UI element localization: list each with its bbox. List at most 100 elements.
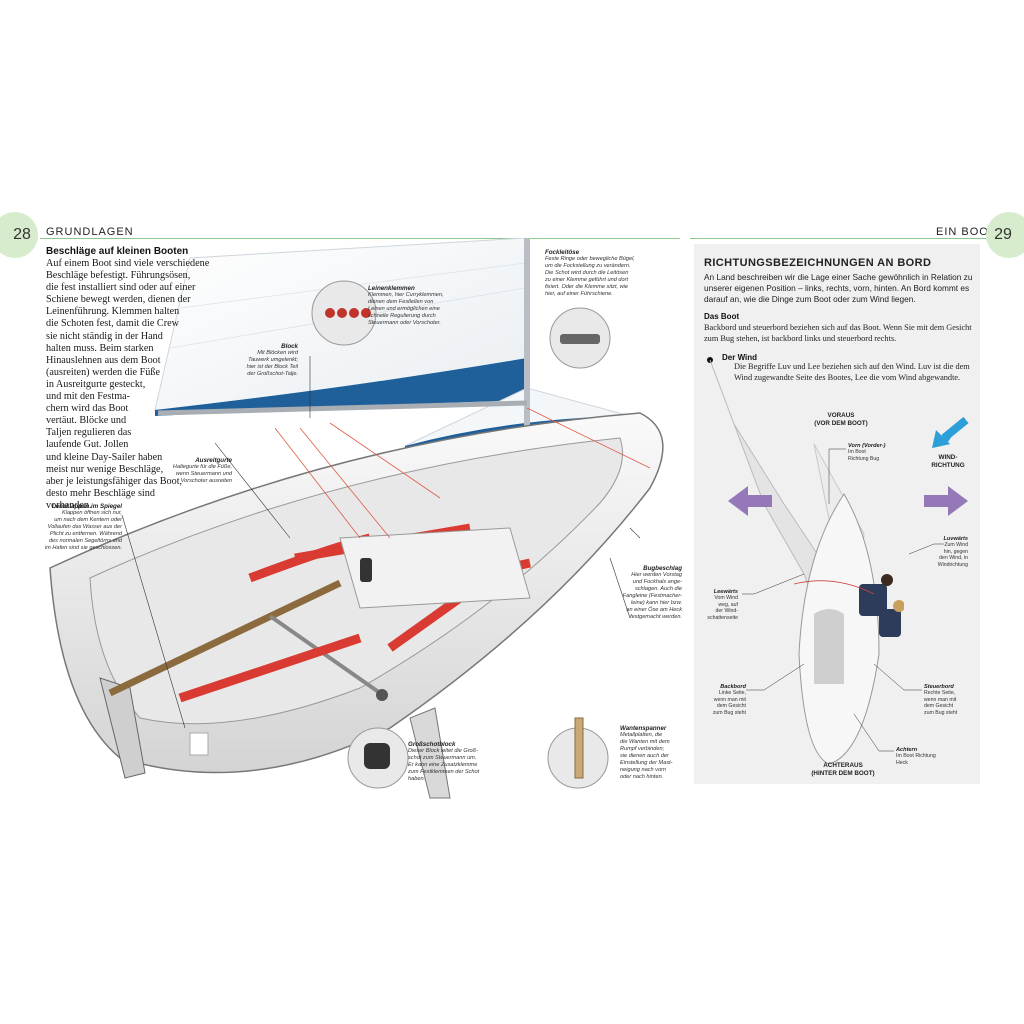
label-leewaerts: Leewärts Vom Wind weg, auf der Wind- sch… [707, 589, 738, 621]
boat-heading: Das Boot [704, 312, 740, 321]
direction-terms-panel: RICHTUNGSBEZEICHNUNGEN AN BORD An Land b… [694, 244, 980, 784]
intro-line: Beschläge befestigt. Führungsösen, [46, 270, 191, 282]
tiller-extension [268, 614, 382, 695]
label-vorn: Vorn (Vorder-) Im Boot Richtung Bug [848, 443, 886, 462]
intro-line: halten muss. Beim starken [46, 342, 154, 354]
intro-line: laufende Gut. Jollen [46, 439, 129, 451]
callout-line: zum Festklemmen der Schot [408, 769, 480, 775]
boom [157, 400, 528, 416]
callout-line: schnelle Regulierung durch [368, 313, 436, 319]
callout-line: Mit Blöcken wird [257, 350, 298, 356]
callout-line: wenn Steuermann und [175, 471, 232, 477]
panel-title: RICHTUNGSBEZEICHNUNGEN AN BORD [704, 257, 932, 269]
callout-line: Steuermann oder Vorschoter. [368, 320, 441, 326]
thwart [339, 527, 531, 609]
callout-line: oder nach hinten. [620, 774, 664, 780]
callout-leinenklemmen: Leinenklemmen Klemmen, hier Curryklemmen… [368, 285, 468, 327]
transom-flap [189, 732, 209, 756]
label-luvwaerts: Luvwärts Zum Wind hin, gegen den Wind, i… [937, 536, 968, 568]
callout-title: Wantenspanner [620, 725, 667, 732]
callout-line: im Hafen sind sie geschlossen. [44, 545, 122, 551]
callout-line: Einstellung der Mast- [620, 760, 673, 766]
centreboard [409, 707, 451, 799]
callout-line: Metallplatten, die [620, 732, 663, 738]
page-number-right: 29 [980, 212, 1024, 264]
intro-line: chern wird das Boot [46, 403, 129, 415]
achteraus-label: ACHTERAUS (HINTER DEM BOOT) [811, 762, 875, 777]
callout-title: Ausreitgurte [195, 457, 232, 464]
callout-line: schot zum Steuermann um. [408, 755, 477, 761]
header-rule-left [40, 238, 680, 239]
callout-line: schlagen. Auch die [634, 586, 682, 592]
callout-line: Die Schot wird durch die Leitösen [545, 270, 629, 276]
callout-line: haben. [408, 776, 426, 782]
arrow-left-icon [728, 486, 772, 516]
callout-line: fixiert. Oder die Klemme sitzt, wie [545, 284, 628, 290]
callout-line: des normalen Segeltörns und [48, 538, 122, 544]
callout-line: Klappen öffnen sich nur, [61, 510, 122, 516]
intro-line: Auf einem Boot sind viele verschiedene [46, 258, 210, 269]
intro-line: die fest installiert sind oder auf einer [46, 282, 196, 294]
label-steuerbord: Steuerbord Rechte Seite, wenn man mit de… [924, 684, 958, 716]
callout-line: die Wanten mit dem [620, 739, 670, 745]
intro-line: Schiene bewegt werden, dienen der [46, 294, 191, 306]
intro-line: meist nur wenige Beschläge, [46, 463, 164, 475]
callout-line: an einer Öse am Heck [626, 607, 682, 613]
page-number-left-text: 28 [13, 226, 31, 243]
page-number-right-text: 29 [994, 226, 1012, 243]
panel-intro-line: An Land beschreiben wir die Lage einer S… [704, 272, 973, 282]
callout-title: Bugbeschlag [643, 565, 682, 572]
wind-line: Wind zugewandte Seite des Bootes, Lee di… [734, 372, 961, 382]
intro-line: vertäut. Blöcke und [46, 415, 127, 427]
callout-line: Hier werden Vorstag [631, 572, 682, 578]
callout-line: dienen dem Festlellen von [368, 299, 434, 305]
callout-line: Rumpf verbinden; [620, 746, 665, 752]
tiller [108, 579, 342, 697]
label-achtern: Achtern Im Boot Richtung Heck [896, 747, 936, 766]
arrow-right-icon [924, 486, 968, 516]
callout-block: Block Mit Blöcken wird Tauwerk umgelenkt… [236, 343, 298, 378]
intro-line: Leinenführung. Klemmen halten [46, 306, 180, 318]
intro-line: Hinauslehnen aus dem Boot [46, 354, 161, 366]
intro-line: aber je leistungsfähiger das Boot, [46, 475, 183, 487]
callout-line: hier ist der Block Teil [246, 364, 298, 370]
section-label-right: EIN BOOT [936, 226, 997, 238]
panel-leader-lines [742, 448, 944, 752]
callout-title: Block [281, 343, 298, 350]
callout-title: Großschotblock [408, 741, 456, 748]
windrichtung-label: WIND- RICHTUNG [931, 454, 965, 469]
callout-line: Vollaufen das Wasser aus der [47, 524, 122, 530]
callout-line: Klemmen, hier Curryklemmen, [368, 292, 444, 298]
wind-direction-arrow-icon [932, 416, 969, 448]
wind-heading: Der Wind [722, 353, 758, 362]
callout-line: sie dienen auch der [620, 753, 669, 759]
callout-line: Haltegurte für die Füße, [172, 464, 232, 470]
callout-line: Tauwerk umgelenkt; [248, 357, 298, 363]
topview-boat-illustration [707, 357, 904, 765]
callout-line: und Fockhals ange- [632, 579, 682, 585]
callout-line: Fangleine (Festmacher- [622, 593, 682, 599]
sail-stripe [155, 358, 527, 416]
callout-line: zu einer Klemme geführt und dort [545, 277, 629, 283]
label-backbord: Backbord Linke Seite, wenn man mit dem G… [712, 684, 746, 716]
boat-line: zum Bug stehen, ist backbord links und s… [704, 333, 897, 343]
dinghy-illustration [49, 238, 664, 799]
callout-line: Er kann eine Zusatzklemme [408, 762, 478, 768]
callout-line: neigung nach vorn [620, 767, 667, 773]
callout-lenzklappen: Lenzklappen im Spiegel Klappen öffnen si… [40, 503, 122, 552]
callout-ausreitgurte: Ausreitgurte Haltegurte für die Füße, we… [160, 457, 232, 485]
callout-line: festgemacht werden. [630, 614, 682, 620]
page-number-left: 28 [0, 212, 46, 264]
section-label-left: GRUNDLAGEN [46, 226, 134, 238]
callout-line: Plicht zu entfernen. Während [49, 531, 122, 537]
voraus-label: VORAUS (VOR DEM BOOT) [814, 412, 868, 427]
callout-title: Lenzklappen im Spiegel [51, 503, 122, 510]
panel-intro: An Land beschreiben wir die Lage einer S… [704, 272, 976, 305]
panel-intro-line: darauf an, wie die Dinge zum Boot oder z… [704, 294, 916, 304]
mast [524, 238, 530, 518]
intro-line: in Ausreitgurte gesteckt, [46, 378, 146, 390]
intro-line: (ausreiten) werden die Füße [46, 366, 160, 378]
intro-line: und mit den Festma- [46, 391, 131, 403]
intro-line: die Schoten fest, damit die Crew [46, 318, 179, 330]
callout-line: um die Fockstellung zu verändern. [545, 263, 631, 269]
